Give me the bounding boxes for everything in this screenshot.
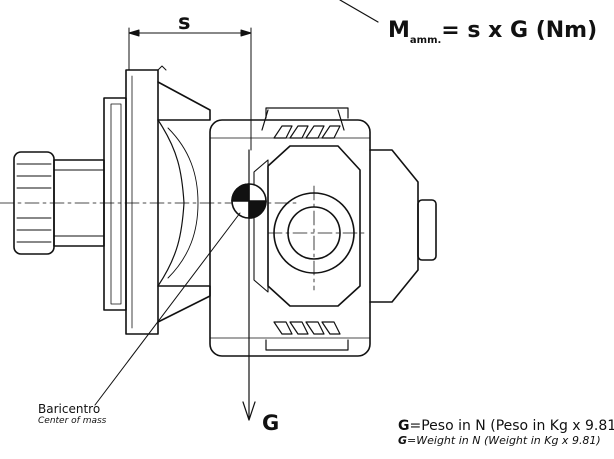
moment-formula: Mamm.= s x G (Nm): [388, 18, 597, 46]
formula-subscript: amm.: [409, 35, 442, 46]
peso-g: G: [398, 418, 410, 434]
dimension-s-label: s: [178, 10, 191, 34]
weight-arrow: [242, 149, 256, 421]
formula-leader-line: [339, 0, 379, 23]
peso-definition: G=Peso in N (Peso in Kg x 9.81): [398, 418, 614, 434]
pump-body: [157, 81, 437, 357]
weight-arrow-label: G: [262, 411, 280, 435]
port-boss: [253, 145, 361, 307]
baricentro-label: Baricentro: [38, 402, 101, 416]
baricentro-leader: [94, 212, 241, 406]
top-ribs: [261, 107, 349, 139]
weight-g: G: [398, 434, 408, 447]
weight-definition: G=Weight in N (Weight in Kg x 9.81): [398, 434, 601, 447]
weight-text: =Weight in N (Weight in Kg x 9.81): [407, 434, 601, 447]
dimension-s: [128, 27, 252, 151]
formula-rest: = s x G (Nm): [441, 18, 598, 43]
mounting-flange: [103, 65, 167, 335]
peso-text: =Peso in N (Peso in Kg x 9.81): [409, 418, 614, 434]
center-of-mass-label: Center of mass: [38, 416, 107, 426]
formula-m: M: [388, 18, 410, 43]
bottom-ribs: [265, 321, 349, 351]
